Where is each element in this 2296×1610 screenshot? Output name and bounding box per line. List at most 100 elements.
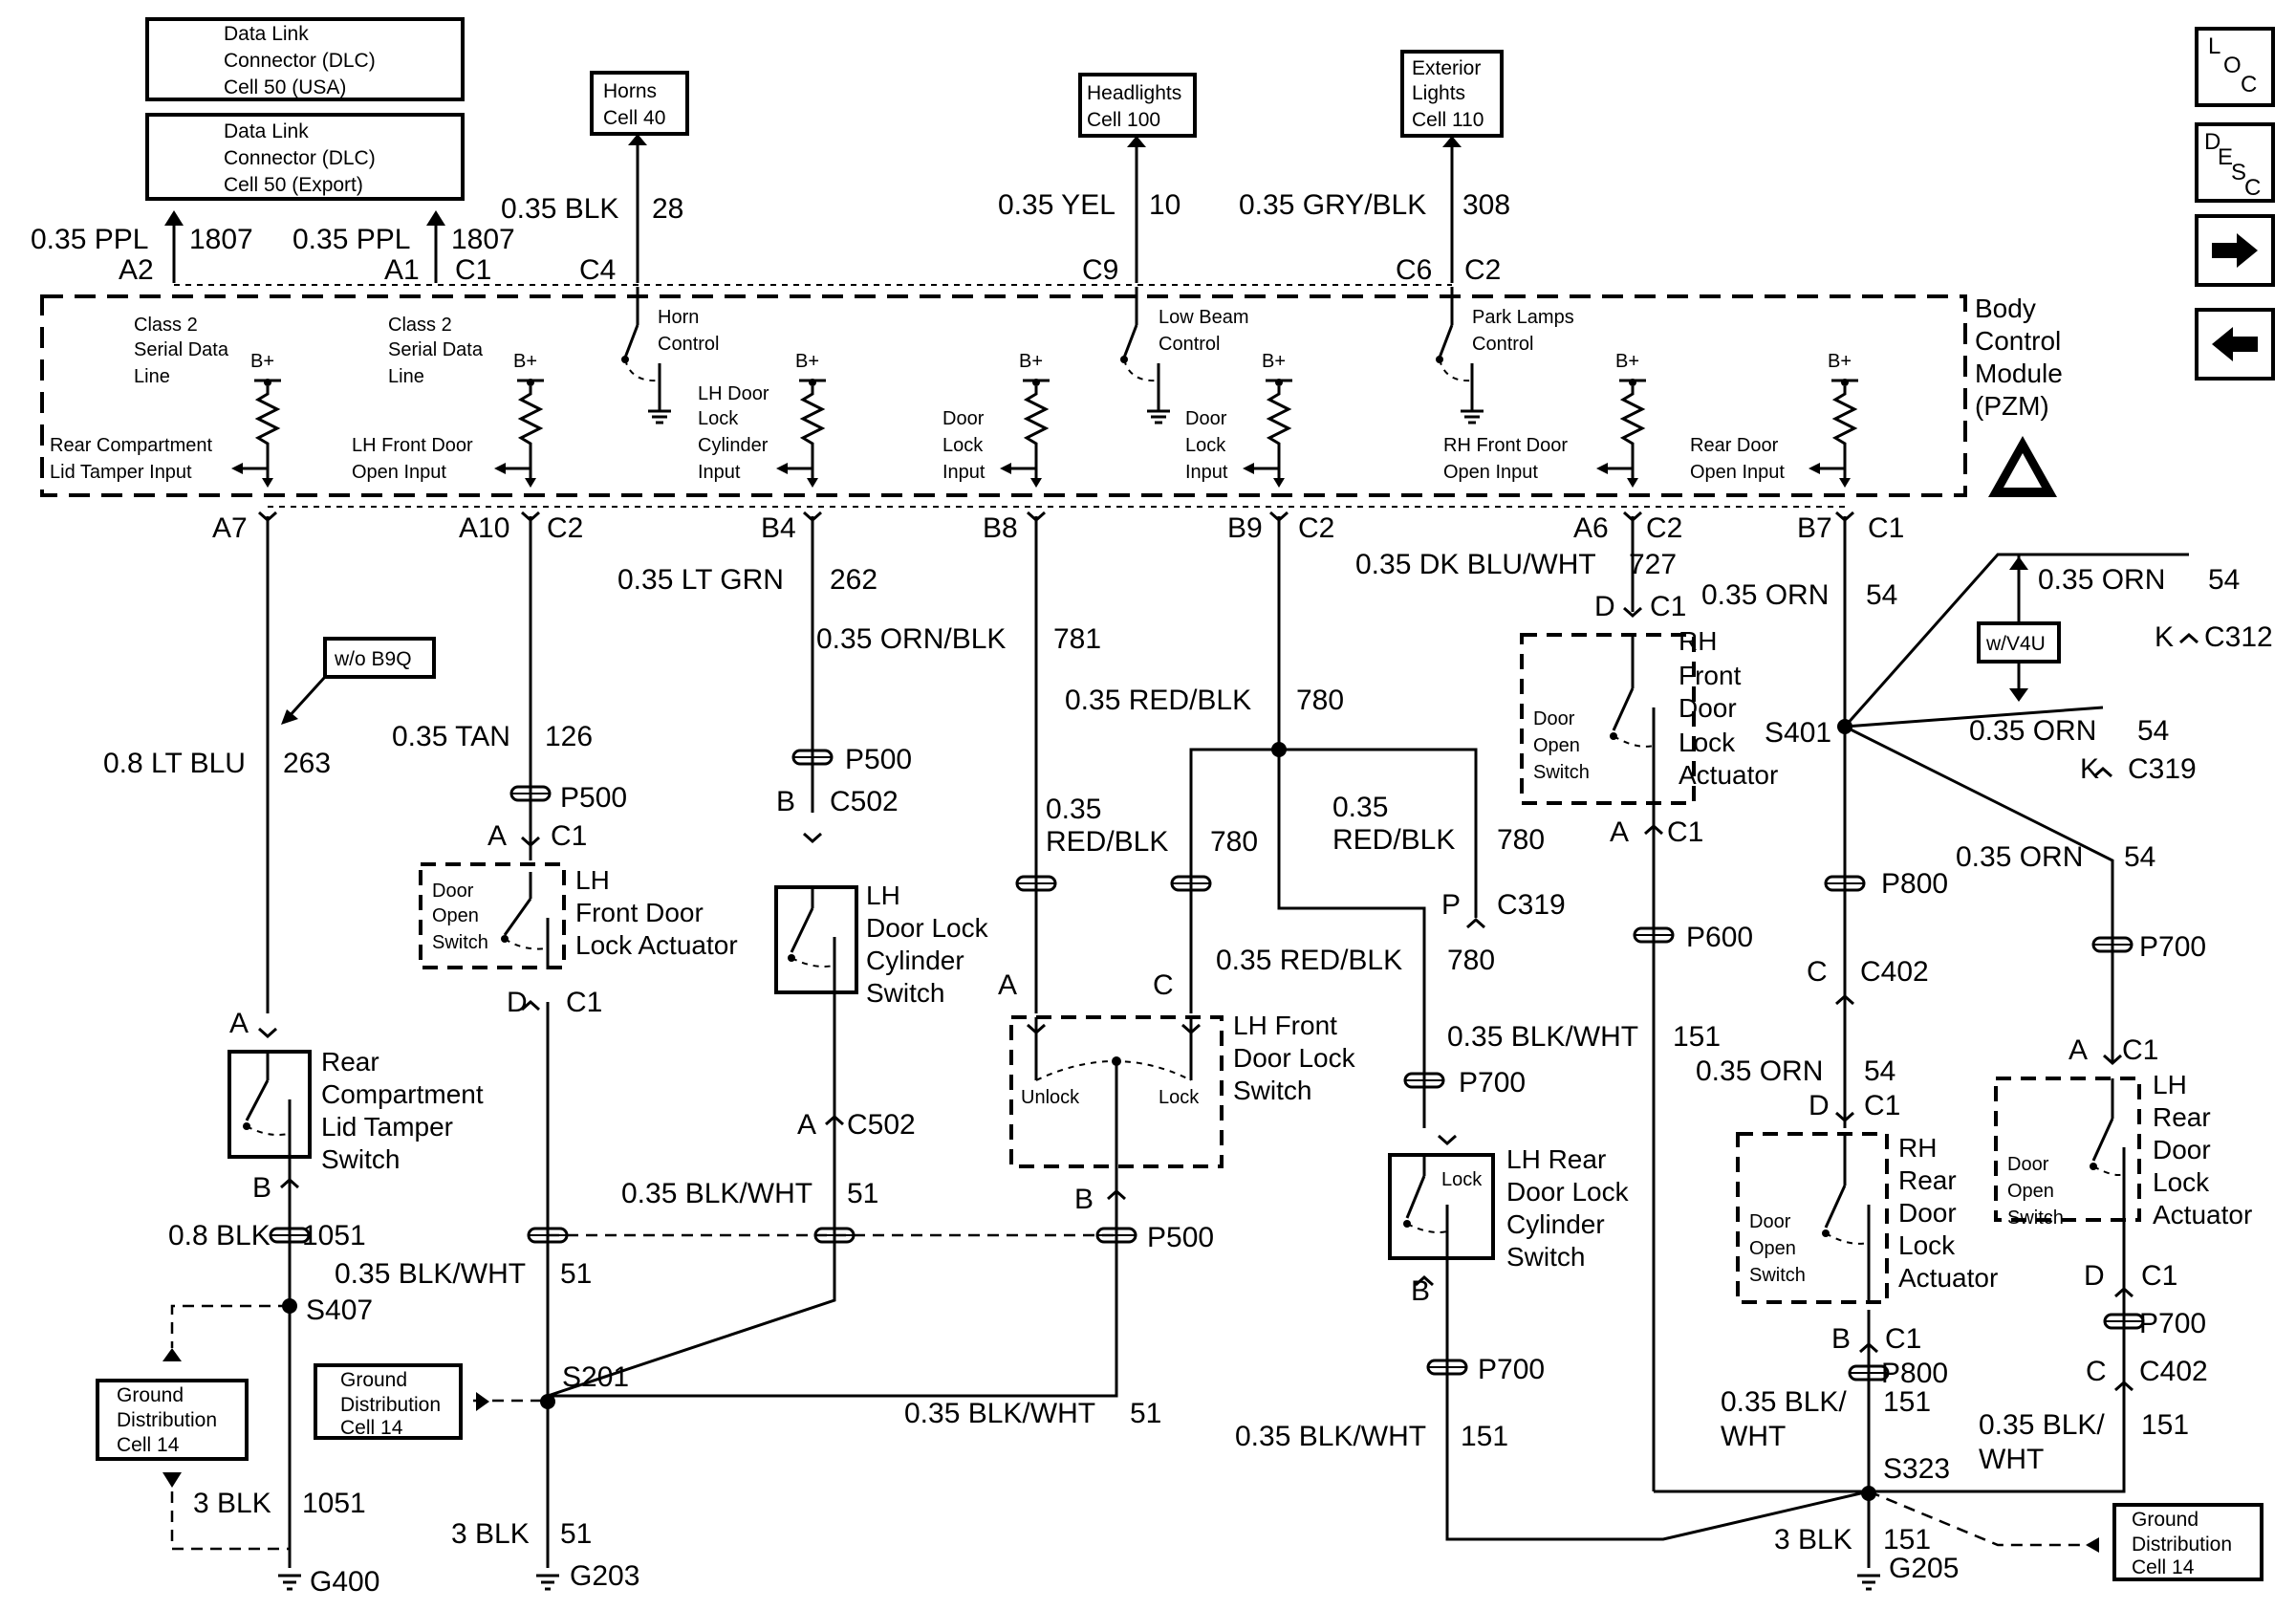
lbl-p700-4: P700 — [2139, 1308, 2206, 1339]
gd3-l3: Cell 14 — [2132, 1556, 2195, 1578]
n780a: 780 — [1296, 685, 1344, 716]
dos3-l1: Door — [1749, 1211, 1791, 1232]
loc-button[interactable]: L O C — [2195, 27, 2275, 107]
horns-l1: Horns — [603, 80, 657, 102]
lhra-l2: Rear — [2153, 1102, 2211, 1132]
option-v4u: w/V4U — [1977, 555, 2061, 702]
lhrc-l3: Cylinder — [1506, 1209, 1605, 1239]
dos4-l3: Switch — [2007, 1208, 2064, 1229]
dlc-usa-l1: Data Link — [224, 23, 309, 45]
w51a: 0.35 BLK/WHT — [335, 1258, 526, 1290]
dlc-export-l2: Connector (DLC) — [224, 147, 376, 169]
low-beam-l1: Low Beam — [1159, 307, 1249, 328]
horns-l2: Cell 40 — [603, 107, 665, 129]
n54d: 54 — [2124, 841, 2155, 873]
arrow-left-icon — [2212, 327, 2258, 361]
gd3-l1: Ground — [2132, 1509, 2199, 1531]
dlc-usa-l3: Cell 50 (USA) — [224, 76, 346, 98]
rear-compartment-lid-tamper-switch[interactable]: Rear Compartment Lid Tamper Switch — [227, 1047, 484, 1174]
lbl-a-lhr: A — [2069, 1034, 2088, 1066]
n54a: 54 — [1866, 579, 1897, 611]
connector-chevrons — [258, 511, 2199, 1392]
lbl-p700-1: P700 — [1459, 1067, 1526, 1099]
headlights-box[interactable]: Headlights Cell 100 — [1078, 73, 1197, 138]
gd3-l2: Distribution — [2132, 1534, 2232, 1556]
bplus-lh-cyl: B+ — [795, 351, 819, 372]
lbl-g203: G203 — [570, 1560, 639, 1592]
horns-box[interactable]: Horns Cell 40 — [590, 71, 689, 136]
bplus-door-lock-2: B+ — [1262, 351, 1286, 372]
loc-o: O — [2223, 53, 2242, 78]
exterior-l1: Exterior — [1412, 57, 1481, 79]
next-page-button[interactable] — [2195, 214, 2275, 287]
park-l2: Control — [1472, 334, 1533, 355]
bplus-rh-front: B+ — [1615, 351, 1639, 372]
n727: 727 — [1629, 549, 1677, 580]
in-lh-cyl-l1: LH Door — [698, 383, 769, 404]
rhfa-l5: Actuator — [1679, 760, 1778, 790]
dos1-l3: Switch — [432, 932, 488, 953]
w780d: 0.35 RED/BLK — [1216, 945, 1402, 976]
lbl-c319b: C319 — [2128, 753, 2197, 785]
horn-ctrl-l1: Horn — [658, 307, 699, 328]
pullup-door-lock-2: B+ — [1243, 351, 1292, 488]
w54c: 0.35 ORN — [1969, 715, 2096, 747]
bcm-name-l2: Control — [1975, 326, 2061, 356]
conn-c4: C4 — [579, 254, 616, 286]
chevron-u12 — [2093, 766, 2112, 778]
gd1-l1: Ground — [117, 1384, 184, 1406]
lh-rear-door-lock-actuator[interactable]: Door Open Switch LH Rear Door Lock Actua… — [1994, 1070, 2252, 1229]
ground-distribution-box-1[interactable]: Ground Distribution Cell 14 — [96, 1348, 249, 1488]
lh-door-lock-cylinder-switch[interactable]: LH Door Lock Cylinder Switch — [774, 881, 989, 1008]
lbl-b-rear: B — [252, 1172, 271, 1204]
w780c2: RED/BLK — [1332, 824, 1455, 856]
body-control-module[interactable]: Body Control Module (PZM) Horn Control — [40, 287, 2063, 497]
n780d: 780 — [1447, 945, 1495, 976]
chevron-u0 — [521, 999, 540, 1012]
rcl-l3: Lid Tamper — [321, 1112, 453, 1142]
pullup-door-lock-1: B+ — [1000, 351, 1050, 488]
lh-front-door-lock-switch[interactable]: Unlock Lock LH Front Door Lock Switch — [1009, 1011, 1356, 1168]
lbl-s407: S407 — [306, 1295, 373, 1326]
dos2-l1: Door — [1533, 708, 1575, 729]
class2a-l3: Line — [134, 366, 170, 387]
w54a: 0.35 ORN — [1701, 579, 1829, 611]
exterior-lights-box[interactable]: Exterior Lights Cell 110 — [1400, 50, 1504, 138]
conn-a6: A6 — [1573, 512, 1609, 544]
horn-control-switch: Horn Control — [621, 306, 719, 424]
lbl-d-rhr: D — [1809, 1090, 1830, 1121]
park-l1: Park Lamps — [1472, 307, 1574, 328]
ground-distribution-box-3[interactable]: Ground Distribution Cell 14 — [2086, 1503, 2264, 1581]
lh-rear-door-lock-cylinder-switch[interactable]: Lock LH Rear Door Lock Cylinder Switch — [1388, 1144, 1630, 1272]
pullup-lh-front: B+ — [494, 351, 544, 488]
lhfs-l3: Switch — [1233, 1076, 1311, 1105]
pullup-rh-front: B+ — [1596, 351, 1646, 488]
wire-runs — [170, 516, 2189, 1568]
desc-button[interactable]: D E S C — [2195, 122, 2275, 203]
conn-a10: A10 — [459, 512, 509, 544]
lbl-b-c502: B — [776, 786, 795, 817]
rh-rear-door-lock-actuator[interactable]: Door Open Switch RH Rear Door Lock Actua… — [1736, 1132, 1998, 1304]
lh-front-door-lock-actuator[interactable]: Door Open Switch LH Front Door Lock Actu… — [419, 862, 738, 969]
dlc-usa-box[interactable]: Data Link Connector (DLC) Cell 50 (USA) — [145, 17, 465, 101]
conn-c2-a10: C2 — [547, 512, 583, 544]
lbl-c-lfs: C — [1153, 969, 1174, 1001]
bplus-rear-lid: B+ — [250, 351, 274, 372]
prev-page-button[interactable] — [2195, 308, 2275, 381]
lhfa-l2: Front Door — [575, 898, 704, 927]
lbl-c1-rhr-b: C1 — [1885, 1323, 1921, 1355]
dos1-l2: Open — [432, 905, 479, 926]
w1807b: 0.35 PPL — [292, 224, 410, 255]
w54e: 0.35 ORN — [1696, 1055, 1823, 1087]
conn-c2-b9: C2 — [1298, 512, 1334, 544]
w262: 0.35 LT GRN — [617, 564, 784, 596]
ground-distribution-box-2[interactable]: Ground Distribution Cell 14 — [314, 1363, 489, 1440]
lbl-c1-rhf: C1 — [1650, 591, 1686, 622]
rh-front-door-lock-actuator[interactable]: Door Open Switch RH Front Door Lock Actu… — [1520, 626, 1778, 805]
dlc-export-box[interactable]: Data Link Connector (DLC) Cell 50 (Expor… — [145, 113, 465, 201]
lbl-a-lhf: A — [487, 820, 507, 852]
n10: 10 — [1149, 189, 1180, 221]
chevron-u4 — [1415, 1274, 1434, 1287]
dos1-l1: Door — [432, 881, 474, 902]
lbl-a-lfs: A — [998, 969, 1017, 1001]
